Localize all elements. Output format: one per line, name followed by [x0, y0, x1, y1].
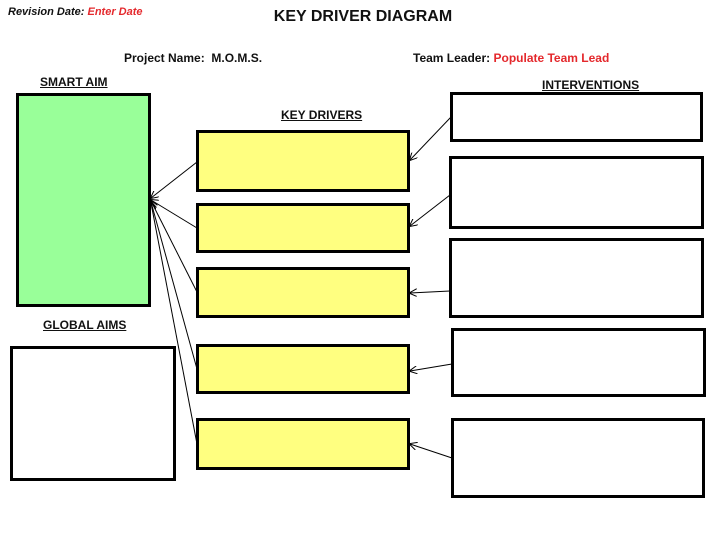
project-name: Project Name: M.O.M.S.	[124, 51, 262, 65]
intervention-to-driver-arrow	[410, 116, 452, 160]
team-leader: Team Leader: Populate Team Lead	[413, 51, 609, 65]
revision-date-label: Revision Date:	[8, 6, 85, 18]
key-driver-box[interactable]	[196, 418, 410, 470]
key-driver-box[interactable]	[196, 130, 410, 192]
diagram-title: KEY DRIVER DIAGRAM	[273, 8, 453, 25]
driver-to-aim-arrow	[151, 202, 198, 370]
key-driver-box[interactable]	[196, 203, 410, 253]
smart-aim-heading: SMART AIM	[40, 75, 108, 89]
project-name-value[interactable]: M.O.M.S.	[211, 51, 263, 65]
driver-to-aim-arrow	[151, 200, 198, 229]
interventions-heading: INTERVENTIONS	[542, 78, 640, 92]
driver-to-aim-arrow	[151, 201, 198, 293]
intervention-box[interactable]	[451, 328, 706, 397]
driver-to-aim-arrow	[151, 203, 198, 445]
intervention-to-driver-arrow	[410, 291, 451, 293]
intervention-to-driver-arrow	[410, 444, 453, 459]
global-aims-box[interactable]	[10, 346, 176, 481]
project-name-label: Project Name:	[124, 51, 205, 65]
team-leader-label: Team Leader:	[413, 51, 491, 65]
key-drivers-heading: KEY DRIVERS	[281, 108, 363, 122]
key-driver-box[interactable]	[196, 267, 410, 318]
team-leader-value[interactable]: Populate Team Lead	[493, 51, 610, 65]
driver-to-aim-arrow	[151, 161, 198, 198]
intervention-box[interactable]	[450, 92, 703, 142]
revision-date: Revision Date: Enter Date	[8, 6, 143, 18]
global-aims-heading: GLOBAL AIMS	[43, 318, 127, 332]
intervention-box[interactable]	[449, 156, 704, 229]
intervention-box[interactable]	[451, 418, 705, 498]
revision-date-value[interactable]: Enter Date	[87, 6, 143, 18]
key-driver-box[interactable]	[196, 344, 410, 394]
intervention-to-driver-arrow	[410, 194, 451, 226]
intervention-to-driver-arrow	[410, 363, 453, 371]
intervention-box[interactable]	[449, 238, 704, 318]
